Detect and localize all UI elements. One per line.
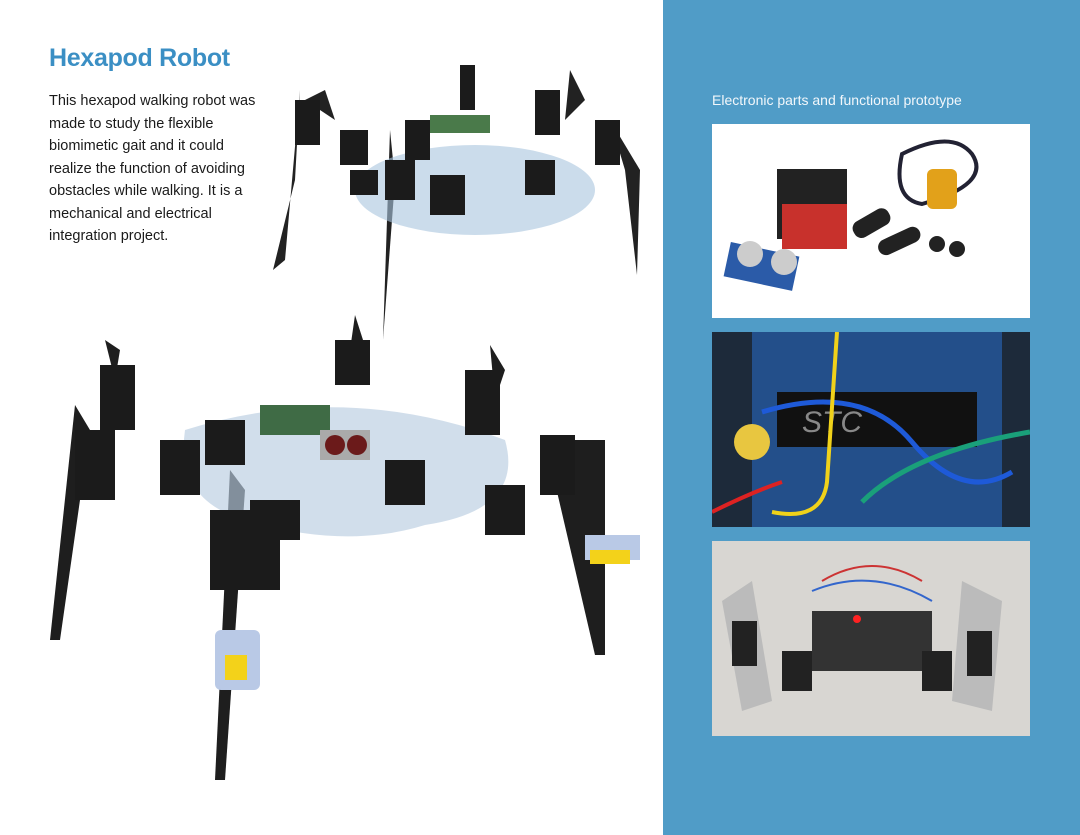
circuit-board-photo: STC xyxy=(712,332,1030,527)
right-panel: Electronic parts and functional prototyp… xyxy=(663,0,1080,835)
hexapod-render-front xyxy=(50,315,640,780)
prototype-photo xyxy=(712,541,1030,736)
hexapod-render-top xyxy=(273,65,640,340)
panel-heading: Electronic parts and functional prototyp… xyxy=(712,92,962,108)
project-description: This hexapod walking robot was made to s… xyxy=(49,93,256,244)
electronic-parts-photo xyxy=(712,124,1030,318)
page-title: Hexapod Robot xyxy=(49,44,230,72)
